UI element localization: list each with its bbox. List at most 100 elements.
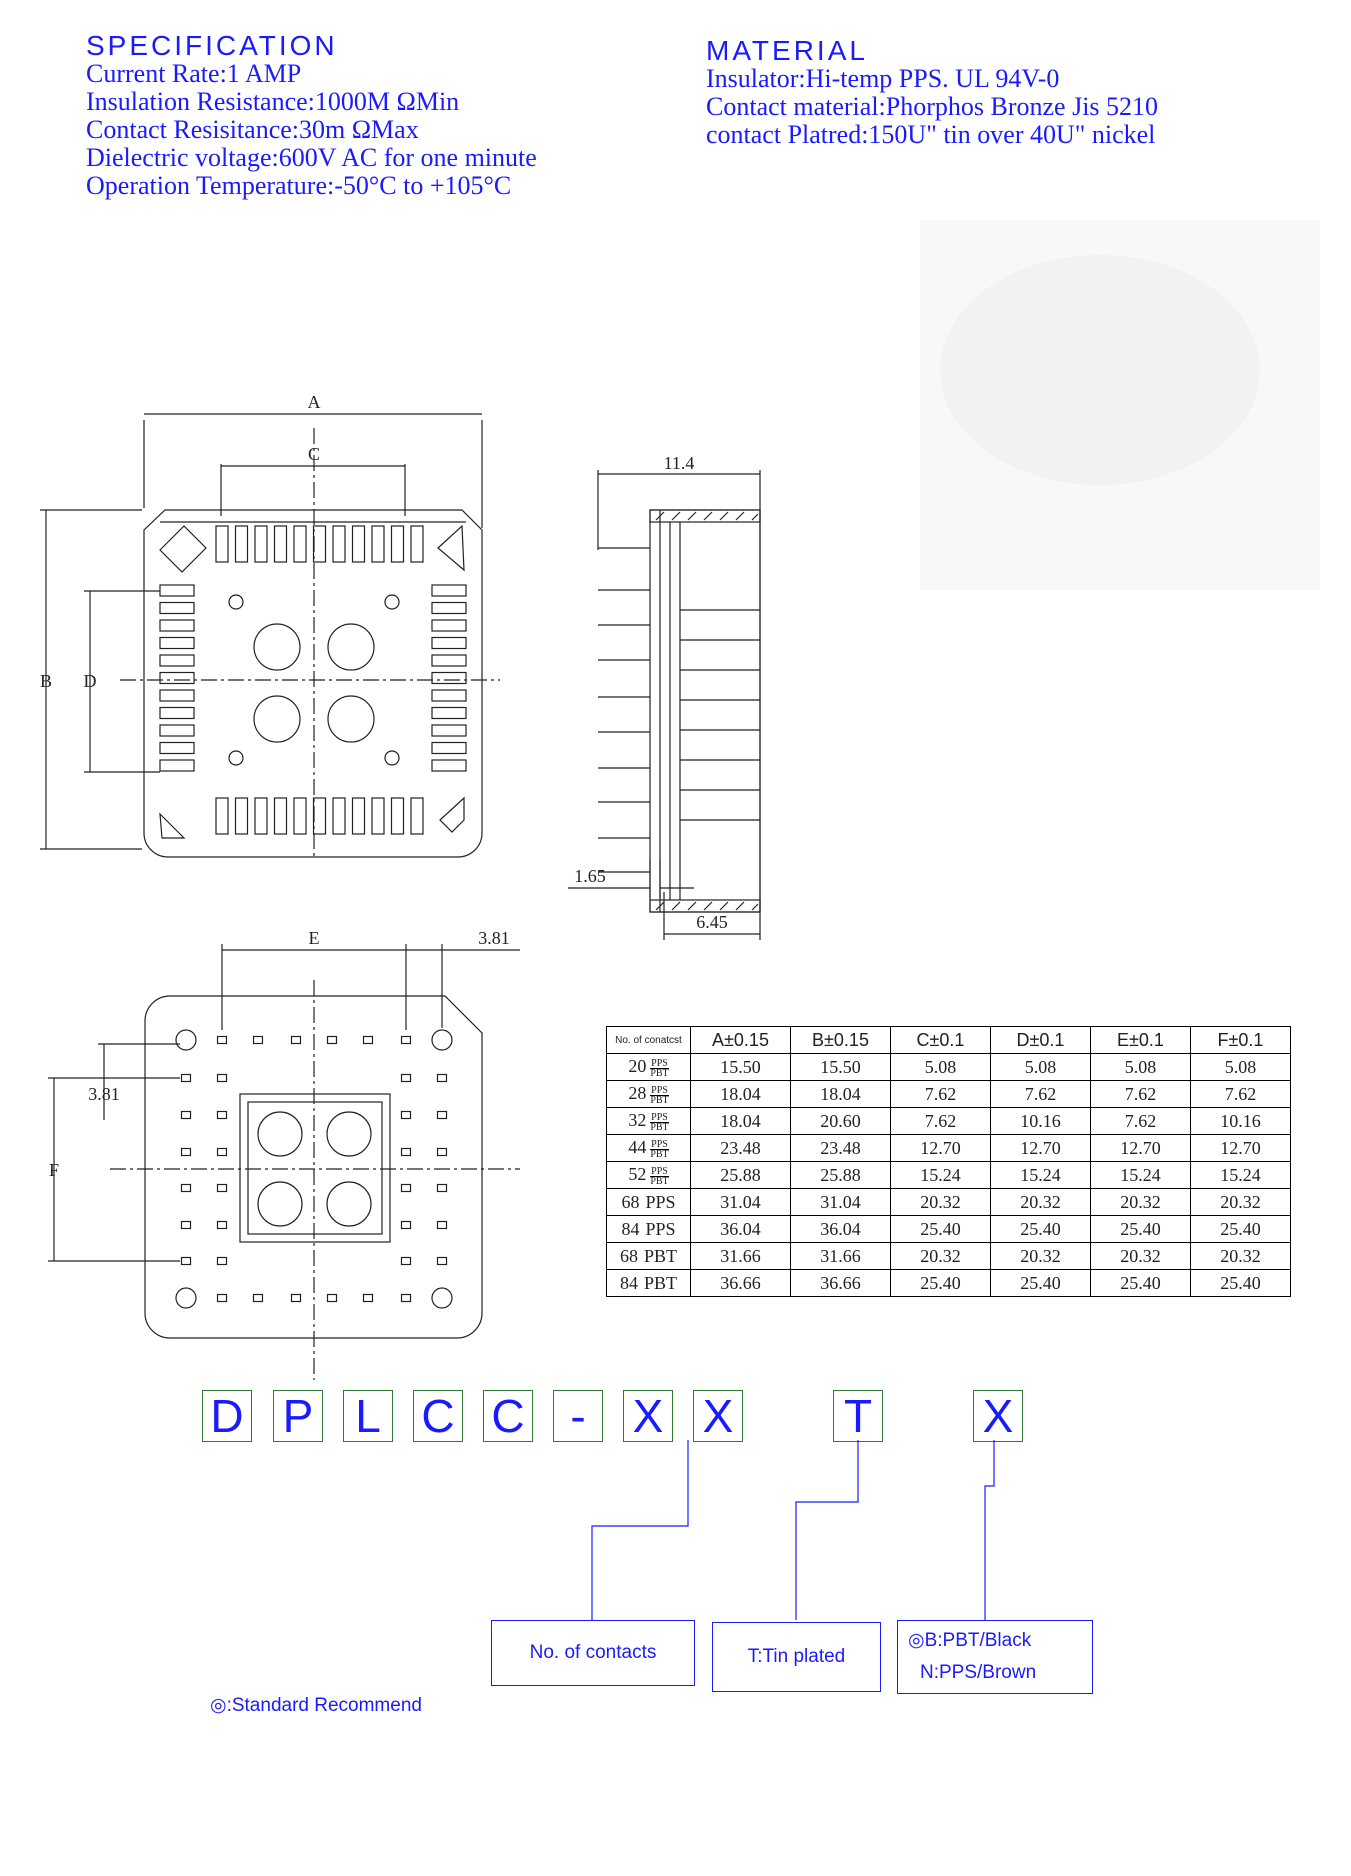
contact-slot [431,654,467,667]
dimension-cell: 25.88 [790,1161,891,1189]
option-color-line2: N:PPS/Brown [920,1662,1037,1683]
contact-pad [436,1183,448,1193]
material-top: PPS [650,1165,669,1177]
side-view-drawing: 11.4 1.65 6.45 [568,453,761,940]
dimension-cell: 25.40 [1190,1215,1291,1243]
contact-pad [400,1147,412,1157]
contact-pad [216,1220,228,1230]
contact-pad [436,1110,448,1120]
bottom-dim-pitch-h: 3.81 [478,928,510,948]
contact-pad [216,1293,228,1303]
dimension-cell: 5.08 [890,1053,991,1081]
contact-pad [216,1256,228,1266]
dimension-cell: 7.62 [1090,1080,1191,1108]
spec-line: Current Rate:1 AMP [86,59,302,88]
header-f: F±0.1 [1190,1026,1291,1054]
contacts-count: 68 [619,1245,638,1266]
contact-pad [180,1073,192,1083]
contact-pad [180,1110,192,1120]
dimension-cell: 12.70 [1090,1134,1191,1162]
spec-line: Operation Temperature:-50°C to +105°C [86,171,512,200]
side-dim-offset: 1.65 [574,866,606,886]
dimension-table: No. of conatcst A±0.15 B±0.15 C±0.1 D±0.… [606,1026,1291,1297]
contact-slot [273,525,288,563]
material-code: PPS [645,1191,676,1212]
dimension-cell: 12.70 [890,1134,991,1162]
material-code: PBT [643,1245,677,1266]
spec-line: Insulation Resistance:1000M ΩMin [86,87,460,116]
header-c: C±0.1 [890,1026,991,1054]
bottom-dim-e: E [309,928,320,948]
dimension-cell: 5.08 [1190,1053,1291,1081]
contact-slot [159,654,195,667]
contact-pad [216,1110,228,1120]
contact-pad [436,1256,448,1266]
dimension-cell: 36.66 [790,1269,891,1297]
dimension-cell: 25.88 [690,1161,791,1189]
contact-slot [410,525,424,563]
dimension-cell: 20.32 [1190,1188,1291,1216]
contact-pad [436,1073,448,1083]
material-bottom: PBT [650,1175,669,1187]
contact-slot [234,525,249,563]
contact-pad [436,1147,448,1157]
contact-slot [431,759,467,772]
dimension-cell: 23.48 [690,1134,791,1162]
contact-slot [431,619,467,632]
contact-pad [216,1147,228,1157]
contact-pad [400,1220,412,1230]
material-line: Insulator:Hi-temp PPS. UL 94V-0 [706,64,1060,93]
contacts-count: 32 [628,1110,647,1131]
header-b: B±0.15 [790,1026,891,1054]
part-code-char: - [553,1390,603,1442]
contact-pad [400,1110,412,1120]
material-line: Contact material:Phorphos Bronze Jis 521… [706,92,1159,121]
contact-pad [400,1073,412,1083]
contact-pad [180,1147,192,1157]
standard-recommend-note: ◎:Standard Recommend [210,1695,422,1716]
material-code: PBT [643,1272,677,1293]
contacts-count: 84 [619,1272,638,1293]
contact-pad [252,1035,264,1045]
dimension-cell: 36.66 [690,1269,791,1297]
header-contacts: No. of conatcst [606,1026,691,1054]
dimension-cell: 36.04 [690,1215,791,1243]
contacts-count: 84 [621,1218,640,1239]
contact-slot [159,741,195,755]
dimension-cell: 15.24 [1190,1161,1291,1189]
contact-pad [362,1293,374,1303]
dimension-cell: 15.24 [1090,1161,1191,1189]
contact-slot [215,525,229,563]
dimension-cell: 10.16 [1190,1107,1291,1135]
part-code-char: T [833,1390,883,1442]
dimension-cell: 12.70 [990,1134,1091,1162]
table-header-row: No. of conatcst A±0.15 B±0.15 C±0.1 D±0.… [606,1026,1291,1054]
dimension-cell: 25.40 [990,1215,1091,1243]
option-contacts-box: No. of contacts [491,1620,695,1686]
dimension-cell: 15.24 [890,1161,991,1189]
dimension-cell: 18.04 [690,1107,791,1135]
contact-slot [159,619,195,632]
dimension-cell: 20.32 [990,1188,1091,1216]
contact-slot [431,636,467,650]
contact-slot [159,584,195,597]
dimension-cell: 10.16 [990,1107,1091,1135]
dimension-cell: 20.32 [990,1242,1091,1270]
contact-slot [312,797,327,835]
contact-pad [362,1035,374,1045]
dimension-cell: 25.40 [1090,1269,1191,1297]
part-code-char: L [343,1390,393,1442]
contact-slot [234,797,249,835]
contact-pad [400,1256,412,1266]
specification-heading: SPECIFICATION [86,30,338,61]
